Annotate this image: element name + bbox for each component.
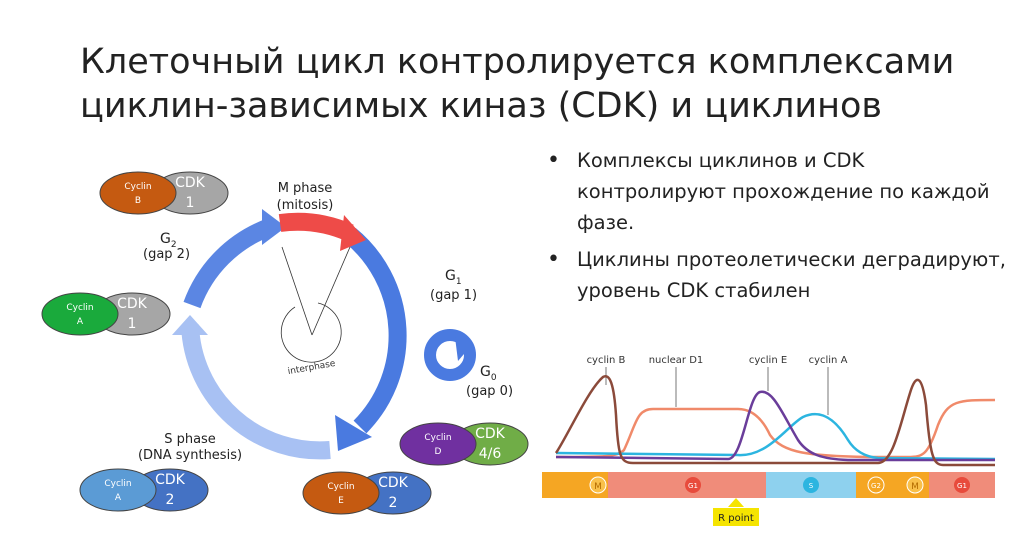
cyclin-e-curve	[555, 390, 995, 462]
interphase-label: interphase	[287, 359, 337, 377]
phase-segment-edge	[542, 472, 560, 498]
s-sub-label: (DNA synthesis)	[138, 448, 242, 463]
bullet-text: Циклины протеолетически деградируют, уро…	[577, 248, 1006, 302]
cyclin-a-curve	[555, 412, 996, 461]
nuclear-d1-label: nuclear D1	[649, 355, 704, 366]
cyclin-label: Cyclin	[424, 433, 451, 443]
phase-badge-text: M	[911, 482, 919, 492]
cyclin-letter: D	[435, 447, 442, 457]
g0-arrowhead	[455, 337, 470, 361]
cyclin-b-label: cyclin B	[587, 355, 626, 366]
interphase-line	[311, 246, 351, 336]
m-arrowhead	[340, 215, 366, 251]
mitosis-label: (mitosis)	[277, 198, 334, 213]
phase-bar: M G1 S G2 M G1	[542, 472, 995, 498]
cyclin-ellipse	[302, 471, 380, 515]
s-phase-label: S phase	[164, 432, 216, 447]
g2-gap-label: (gap 2)	[143, 247, 190, 262]
cyclin-letter: A	[115, 493, 122, 503]
nuclear-d1-curve	[555, 398, 996, 459]
phase-badge-text: G2	[871, 482, 881, 490]
s-arrowhead	[172, 315, 208, 335]
g0-label: G0	[480, 364, 497, 383]
bullet-text: Комплексы циклинов и CDK контролируют пр…	[577, 149, 990, 234]
cyclin-level-graph: cyclin B nuclear D1 cyclin E cyclin A M …	[542, 355, 996, 526]
cyclin-e-label: cyclin E	[749, 355, 787, 366]
cyclin-label: Cyclin	[66, 303, 93, 313]
title-line-1: Клеточный цикл контролируется комплексам…	[80, 42, 955, 82]
cyclin-letter: A	[77, 317, 84, 327]
phase-badge-m	[589, 476, 607, 494]
slide-title: Клеточный цикл контролируется комплексам…	[80, 40, 980, 128]
bullet-list: • Комплексы циклинов и CDK контролируют п…	[545, 145, 1015, 312]
cyclin-ellipse	[41, 292, 119, 336]
r-point-arrow-icon	[728, 498, 744, 507]
cyclin-b-curve	[554, 375, 995, 467]
cyclin-label: Cyclin	[124, 182, 151, 192]
complex-cyclin-e-cdk2: Cyclin E CDK 2	[302, 471, 432, 515]
complex-cyclin-a-cdk2: Cyclin A CDK 2	[79, 468, 209, 512]
cell-cycle-diagram: interphase M phase (mitosis) G2 (gap 2) …	[41, 171, 529, 515]
cdk-label: CDK	[117, 296, 148, 312]
cdk-label: CDK	[155, 472, 186, 488]
phase-badge-text: G1	[688, 482, 698, 490]
cyclin-ellipse	[399, 422, 477, 466]
cdk-number: 1	[128, 316, 137, 332]
g2-label: G2	[160, 231, 177, 250]
cdk-number: 4/6	[479, 446, 502, 462]
phase-badge-m2	[906, 476, 924, 494]
cyclin-letter: E	[338, 496, 344, 506]
complex-cyclin-b-cdk1: Cyclin B CDK 1	[99, 171, 229, 215]
complex-cyclin-a-cdk1: Cyclin A CDK 1	[41, 292, 171, 336]
interphase-circle	[280, 302, 342, 363]
title-line-2: циклин-зависимых киназ (CDK) и циклинов	[80, 86, 882, 126]
cyclin-ellipse	[99, 171, 177, 215]
g2-arc	[183, 218, 274, 309]
phase-badge-text: M	[594, 482, 602, 492]
cyclin-label: Cyclin	[327, 482, 354, 492]
phase-badge-g2	[867, 476, 885, 494]
r-point-box	[713, 508, 759, 526]
r-point-label: R point	[718, 513, 754, 524]
g1-arrowhead	[335, 415, 372, 451]
cyclin-letter: B	[135, 196, 141, 206]
cyclin-a-label: cyclin A	[809, 355, 848, 366]
bullet-item: • Комплексы циклинов и CDK контролируют п…	[545, 145, 1015, 238]
m-phase-arc	[278, 212, 354, 242]
phase-badge-g1-2	[954, 477, 970, 493]
g2-arrowhead	[262, 209, 286, 245]
cdk-number: 2	[166, 492, 175, 508]
bullet-dot-icon: •	[547, 148, 560, 173]
phase-badge-g1	[685, 477, 701, 493]
cdk-label: CDK	[175, 175, 206, 191]
cdk-label: CDK	[378, 475, 409, 491]
m-phase-label: M phase	[278, 181, 333, 196]
phase-badge-text: S	[809, 482, 814, 490]
g1-arc	[344, 228, 407, 434]
s-phase-arc	[181, 324, 331, 460]
g1-label: G1	[445, 268, 462, 287]
bullet-item: • Циклины протеолетически деградируют, ур…	[545, 244, 1015, 306]
bullet-dot-icon: •	[547, 247, 560, 272]
cyclin-ellipse	[79, 468, 157, 512]
cdk-number: 1	[186, 195, 195, 211]
interphase-line	[281, 246, 313, 336]
g0-gap-label: (gap 0)	[466, 384, 513, 399]
cyclin-label: Cyclin	[104, 479, 131, 489]
g1-gap-label: (gap 1)	[430, 288, 477, 303]
complex-cyclin-d-cdk46: Cyclin D CDK 4/6	[399, 422, 529, 466]
cdk-number: 2	[389, 495, 398, 511]
g0-loop	[424, 329, 476, 381]
cdk-label: CDK	[475, 426, 506, 442]
phase-badge-s	[803, 477, 819, 493]
phase-badge-text: G1	[957, 482, 967, 490]
